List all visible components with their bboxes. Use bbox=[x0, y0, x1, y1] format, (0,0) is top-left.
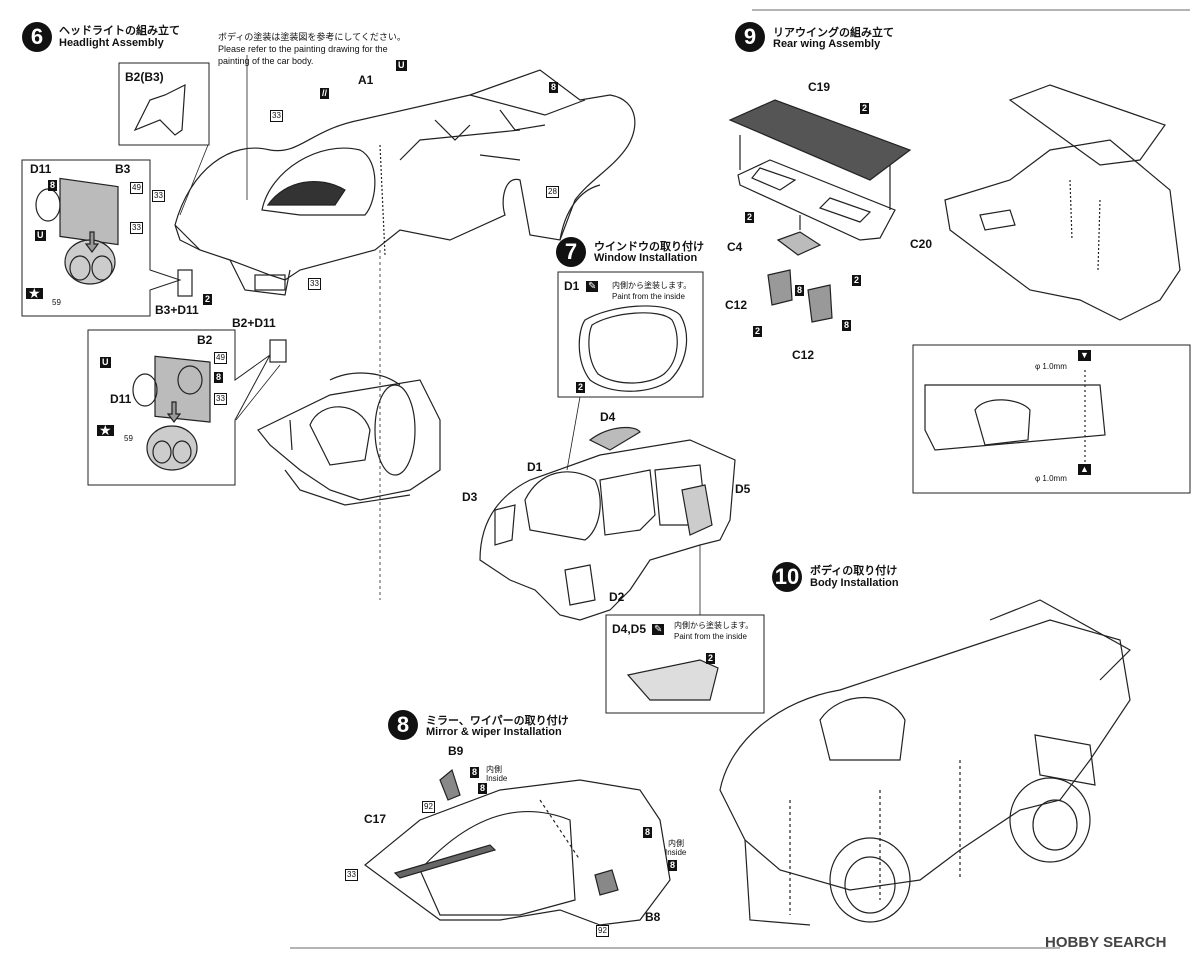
step7-title-jp: ウインドウの取り付け bbox=[594, 241, 704, 253]
code-8-b9b: 8 bbox=[478, 783, 488, 794]
step6-title-jp: ヘッドライトの組み立て bbox=[59, 25, 180, 37]
label-b3d11: B3+D11 bbox=[155, 303, 199, 317]
decal-icon: // bbox=[320, 88, 330, 99]
label-d5: D5 bbox=[735, 482, 751, 496]
inside-jp-b9: 内側 bbox=[486, 765, 502, 774]
car-step8 bbox=[364, 768, 671, 926]
step7-title-en: Window Installation bbox=[594, 252, 698, 264]
label-c12: C12 bbox=[725, 298, 748, 312]
inside-note-en-b: Paint from the inside bbox=[674, 632, 747, 641]
label-b2b3: B2(B3) bbox=[125, 70, 164, 84]
code-8-b: 8 bbox=[214, 372, 224, 383]
chassis-step6 bbox=[257, 372, 441, 506]
code-33: 33 bbox=[130, 222, 143, 234]
label-c12-b: C12 bbox=[792, 348, 815, 362]
paint-icon: U bbox=[396, 60, 407, 71]
step6-title-en: Headlight Assembly bbox=[59, 37, 164, 49]
label-c20: C20 bbox=[910, 237, 933, 251]
step6-number: 6 bbox=[22, 22, 52, 52]
code-33-body: 33 bbox=[152, 190, 165, 202]
label-a1: A1 bbox=[358, 73, 374, 87]
code-8-c12b: 8 bbox=[842, 320, 852, 331]
code-33-top: 33 bbox=[270, 110, 283, 122]
painting-note-jp: ボディの塗装は塗装図を参考にしてください。 bbox=[218, 32, 406, 42]
step7-number: 7 bbox=[556, 237, 586, 267]
label-d3: D3 bbox=[462, 490, 478, 504]
code-8-b8: 8 bbox=[643, 827, 653, 838]
painting-note-en1: Please refer to the painting drawing for… bbox=[218, 44, 388, 54]
label-c17: C17 bbox=[364, 812, 387, 826]
code-92: 92 bbox=[422, 801, 435, 813]
code-8-c12: 8 bbox=[795, 285, 805, 296]
code-2-window: 2 bbox=[576, 382, 586, 393]
label-b2d11: B2+D11 bbox=[232, 316, 276, 330]
step9-title-en: Rear wing Assembly bbox=[773, 38, 881, 50]
inside-note-en: Paint from the inside bbox=[612, 292, 685, 301]
code-8-b8b: 8 bbox=[668, 860, 678, 871]
code-2-c20: 2 bbox=[745, 212, 755, 223]
step9-title-jp: リアウイングの組み立て bbox=[773, 27, 894, 39]
step8-number: 8 bbox=[388, 710, 418, 740]
code-2-c12b: 2 bbox=[753, 326, 763, 337]
label-d11: D11 bbox=[30, 162, 52, 176]
code-28: 28 bbox=[546, 186, 559, 198]
label-b3: B3 bbox=[115, 162, 131, 176]
car-step10 bbox=[719, 599, 1131, 926]
code-33-b: 33 bbox=[214, 393, 227, 405]
label-d11-b: D11 bbox=[110, 392, 132, 406]
drill-icon-bottom: ▲ bbox=[1078, 464, 1091, 475]
inside-en-b8: Inside bbox=[665, 848, 687, 857]
label-c4: C4 bbox=[727, 240, 743, 254]
code-49-b: 49 bbox=[214, 352, 227, 364]
car-front-step7 bbox=[479, 426, 736, 621]
label-d4d5: D4,D5 bbox=[612, 622, 647, 636]
watermark-logo: HOBBY SEARCH bbox=[1045, 934, 1167, 951]
inside-en-b9: Inside bbox=[486, 774, 508, 783]
drill-label-bottom: φ 1.0mm bbox=[1035, 474, 1067, 483]
label-d1-box: D1 bbox=[564, 279, 580, 293]
star-icon-b: ★ bbox=[97, 422, 114, 438]
brush-icon: ✎ bbox=[586, 281, 599, 292]
code-2-c19: 2 bbox=[860, 103, 870, 114]
code-92-b: 92 bbox=[596, 925, 609, 937]
car-rear-step9 bbox=[944, 84, 1181, 321]
paint-icon-b: U bbox=[100, 357, 111, 368]
drill-icon-top: ▼ bbox=[1078, 350, 1091, 361]
label-b2: B2 bbox=[197, 333, 213, 347]
code-2-c12: 2 bbox=[852, 275, 862, 286]
label-d2: D2 bbox=[609, 590, 625, 604]
code-33-c17: 33 bbox=[345, 869, 358, 881]
label-b9: B9 bbox=[448, 744, 464, 758]
code-59-b: 59 bbox=[124, 434, 133, 443]
step9-number: 9 bbox=[735, 22, 765, 52]
code-8-b9: 8 bbox=[470, 767, 480, 778]
label-d1: D1 bbox=[527, 460, 543, 474]
code-59: 59 bbox=[52, 298, 61, 307]
drill-label-top: φ 1.0mm bbox=[1035, 362, 1067, 371]
step8-title-jp: ミラー、ワイパーの取り付け bbox=[426, 715, 569, 727]
rear-wing-parts bbox=[728, 99, 912, 323]
code-8: 8 bbox=[48, 180, 58, 191]
step8-title-en: Mirror & wiper Installation bbox=[426, 726, 562, 738]
inside-jp-b8: 内側 bbox=[668, 839, 684, 848]
code-2: 2 bbox=[203, 294, 213, 305]
inside-note-jp-b: 内側から塗装します。 bbox=[674, 621, 754, 630]
star-icon: ★ bbox=[26, 285, 43, 301]
painting-note-en2: painting of the car body. bbox=[218, 56, 314, 66]
step10-number: 10 bbox=[772, 562, 802, 592]
code-u-icon: U bbox=[35, 230, 46, 241]
inside-note-jp: 内側から塗装します。 bbox=[612, 281, 692, 290]
step10-title-en: Body Installation bbox=[810, 577, 899, 589]
code-2-d4d5: 2 bbox=[706, 653, 716, 664]
code-8-body: 8 bbox=[549, 82, 559, 93]
code-49: 49 bbox=[130, 182, 143, 194]
brush-icon-b: ✎ bbox=[652, 624, 665, 635]
label-d4: D4 bbox=[600, 410, 616, 424]
label-b8: B8 bbox=[645, 910, 661, 924]
label-c19: C19 bbox=[808, 80, 831, 94]
step10-title-jp: ボディの取り付け bbox=[810, 565, 898, 577]
code-33-front: 33 bbox=[308, 278, 321, 290]
car-body-step6 bbox=[174, 69, 636, 296]
